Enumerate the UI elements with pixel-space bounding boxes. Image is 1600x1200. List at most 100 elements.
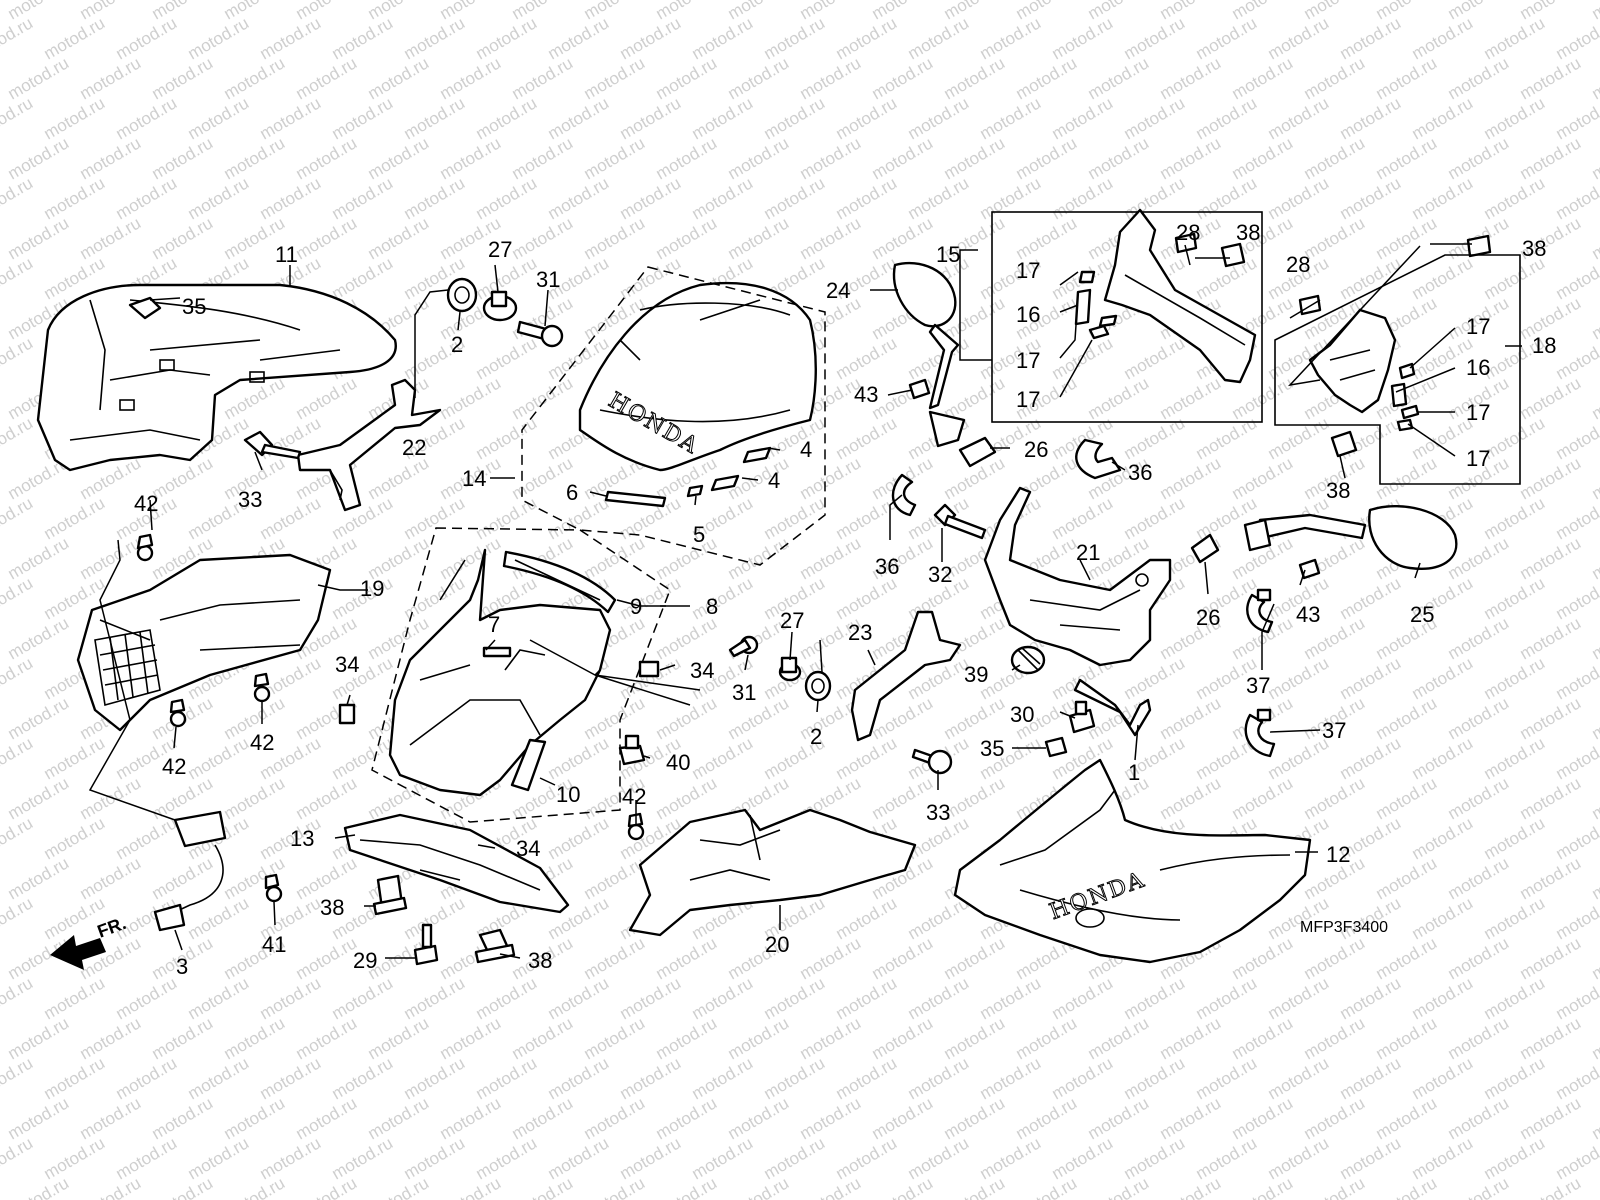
watermark-text: motod.ru <box>0 493 36 543</box>
part-clip-35b <box>1044 736 1068 758</box>
watermark-text: motod.ru <box>1301 1013 1369 1063</box>
watermark-text: motod.ru <box>1517 1013 1585 1063</box>
part-damper-39 <box>1010 645 1046 675</box>
watermark-text: motod.ru <box>1337 93 1405 143</box>
watermark-text: motod.ru <box>293 773 361 823</box>
watermark-text: motod.ru <box>1301 1093 1369 1143</box>
diagram-code: MFP3F3400 <box>1300 919 1388 936</box>
part-tape-17b <box>1088 324 1110 340</box>
watermark-text: motod.ru <box>0 653 36 703</box>
watermark-text: motod.ru <box>1481 573 1549 623</box>
callout-8: 8 <box>706 594 718 619</box>
watermark-text: motod.ru <box>653 1093 721 1143</box>
watermark-text: motod.ru <box>473 1053 541 1103</box>
part-cover-26a <box>958 436 997 468</box>
watermark-text: motod.ru <box>1589 0 1600 23</box>
watermark-text: motod.ru <box>1409 173 1477 223</box>
watermark-text: motod.ru <box>941 1013 1009 1063</box>
callout-4a: 4 <box>800 437 812 462</box>
watermark-text: motod.ru <box>941 1173 1009 1200</box>
watermark-text: motod.ru <box>905 93 973 143</box>
watermark-text: motod.ru <box>869 1013 937 1063</box>
callout-9: 9 <box>630 594 642 619</box>
callout-10: 10 <box>556 782 580 807</box>
callout-17e: 17 <box>1466 400 1490 425</box>
watermark-text: motod.ru <box>689 93 757 143</box>
watermark-text: motod.ru <box>149 1093 217 1143</box>
watermark-text: motod.ru <box>761 493 829 543</box>
watermark-text: motod.ru <box>1589 1093 1600 1143</box>
callout-18: 18 <box>1532 333 1556 358</box>
watermark-text: motod.ru <box>0 1053 36 1103</box>
watermark-text: motod.ru <box>761 1053 829 1103</box>
watermark-text: motod.ru <box>1445 773 1513 823</box>
callout-16a: 16 <box>1016 302 1040 327</box>
watermark-text: motod.ru <box>293 133 361 183</box>
watermark-text: motod.ru <box>329 173 397 223</box>
watermark-text: motod.ru <box>473 493 541 543</box>
callout-37a: 37 <box>1246 673 1270 698</box>
watermark-text: motod.ru <box>545 93 613 143</box>
callout-39: 39 <box>964 662 988 687</box>
watermark-text: motod.ru <box>1157 453 1225 503</box>
watermark-text: motod.ru <box>437 533 505 583</box>
watermark-text: motod.ru <box>833 173 901 223</box>
watermark-text: motod.ru <box>1445 53 1513 103</box>
watermark-text: motod.ru <box>1589 133 1600 183</box>
watermark-text: motod.ru <box>185 13 253 63</box>
watermark-text: motod.ru <box>329 733 397 783</box>
watermark-text: motod.ru <box>725 1093 793 1143</box>
watermark-text: motod.ru <box>0 813 36 863</box>
watermark-text: motod.ru <box>509 1093 577 1143</box>
watermark-text: motod.ru <box>1409 733 1477 783</box>
watermark-text: motod.ru <box>41 173 109 223</box>
watermark-text: motod.ru <box>1121 973 1189 1023</box>
watermark-text: motod.ru <box>1121 1053 1189 1103</box>
watermark-text: motod.ru <box>1049 13 1117 63</box>
watermark-text: motod.ru <box>1229 1173 1297 1200</box>
watermark-text: motod.ru <box>77 1093 145 1143</box>
watermark-text: motod.ru <box>761 173 829 223</box>
watermark-text: motod.ru <box>1409 893 1477 943</box>
watermark-text: motod.ru <box>473 973 541 1023</box>
watermark-text: motod.ru <box>1301 773 1369 823</box>
watermark-text: motod.ru <box>293 1173 361 1200</box>
part-screw-41 <box>264 873 283 903</box>
watermark-text: motod.ru <box>653 133 721 183</box>
watermark-text: motod.ru <box>1229 453 1297 503</box>
watermark-text: motod.ru <box>761 93 829 143</box>
watermark-text: motod.ru <box>437 133 505 183</box>
watermark-text: motod.ru <box>1373 773 1441 823</box>
callout-42b: 42 <box>250 730 274 755</box>
watermark-text: motod.ru <box>725 1013 793 1063</box>
part-upper-stay-21 <box>983 486 1172 667</box>
watermark-text: motod.ru <box>581 933 649 983</box>
watermark-text: motod.ru <box>185 173 253 223</box>
watermark-text: motod.ru <box>5 1093 73 1143</box>
watermark-text: motod.ru <box>1517 53 1585 103</box>
watermark-text: motod.ru <box>1517 773 1585 823</box>
watermark-text: motod.ru <box>1373 1093 1441 1143</box>
watermark-text: motod.ru <box>401 1053 469 1103</box>
watermark-text: motod.ru <box>1157 53 1225 103</box>
callout-15: 15 <box>936 242 960 267</box>
watermark-text: motod.ru <box>1013 213 1081 263</box>
watermark-text: motod.ru <box>5 1173 73 1200</box>
callout-43b: 43 <box>1296 602 1320 627</box>
watermark-text: motod.ru <box>617 1133 685 1183</box>
watermark-text: motod.ru <box>5 1013 73 1063</box>
callout-21: 21 <box>1076 540 1100 565</box>
watermark-text: motod.ru <box>653 53 721 103</box>
watermark-text: motod.ru <box>653 773 721 823</box>
callout-38b: 38 <box>528 948 552 973</box>
callout-7: 7 <box>488 612 500 637</box>
watermark-text: motod.ru <box>869 933 937 983</box>
watermark-text: motod.ru <box>1445 693 1513 743</box>
callout-17f: 17 <box>1466 446 1490 471</box>
watermark-text: motod.ru <box>0 173 36 223</box>
watermark-text: motod.ru <box>365 53 433 103</box>
callout-25: 25 <box>1410 602 1434 627</box>
watermark-text: motod.ru <box>1337 653 1405 703</box>
watermark-text: motod.ru <box>941 53 1009 103</box>
watermark-text: motod.ru <box>1013 1173 1081 1200</box>
